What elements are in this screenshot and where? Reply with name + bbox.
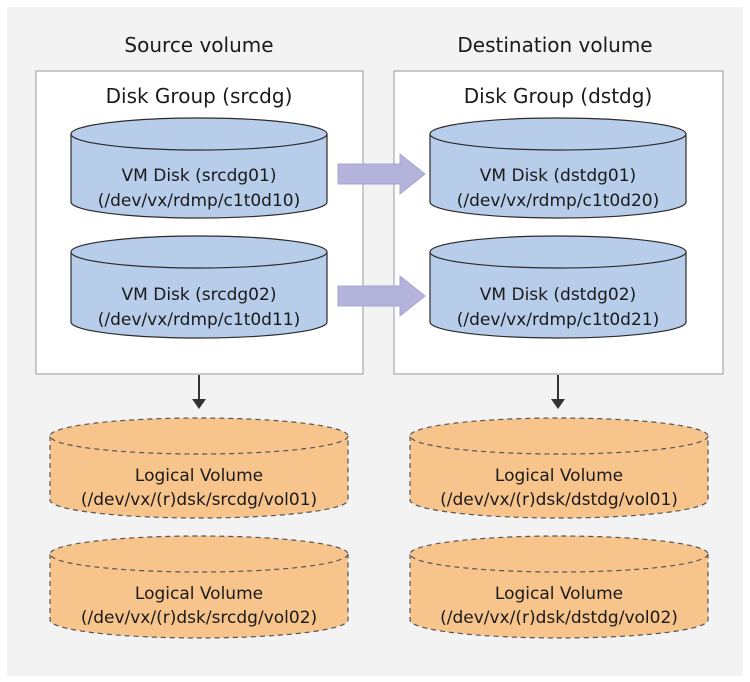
destination-volume-title: Destination volume <box>457 33 652 57</box>
source-down-arrow <box>192 375 206 409</box>
source-logical-volume-2: Logical Volume (/dev/vx/(r)dsk/srcdg/vol… <box>49 535 349 639</box>
source-logical-volume-2-path: (/dev/vx/(r)dsk/srcdg/vol02) <box>81 608 317 628</box>
destination-vm-disk-2-path: (/dev/vx/rdmp/c1t0d21) <box>457 310 660 330</box>
source-logical-volume-1-path: (/dev/vx/(r)dsk/srcdg/vol01) <box>81 490 317 510</box>
destination-logical-volume-1: Logical Volume (/dev/vx/(r)dsk/dstdg/vol… <box>409 417 709 519</box>
destination-logical-volume-2-path: (/dev/vx/(r)dsk/dstdg/vol02) <box>440 608 678 628</box>
destination-vm-disk-2-name: VM Disk (dstdg02) <box>480 285 636 305</box>
source-vm-disk-1-path: (/dev/vx/rdmp/c1t0d10) <box>98 191 301 211</box>
source-vm-disk-2-path: (/dev/vx/rdmp/c1t0d11) <box>98 310 301 330</box>
source-volume-title: Source volume <box>124 33 273 57</box>
destination-vm-disk-1-name: VM Disk (dstdg01) <box>480 166 636 186</box>
destination-disk-group-title: Disk Group (dstdg) <box>464 84 653 108</box>
destination-logical-volume-1-path: (/dev/vx/(r)dsk/dstdg/vol01) <box>440 490 678 510</box>
destination-vm-disk-2: VM Disk (dstdg02) (/dev/vx/rdmp/c1t0d21) <box>429 235 687 339</box>
copy-arrow-1 <box>337 152 426 196</box>
source-logical-volume-1: Logical Volume (/dev/vx/(r)dsk/srcdg/vol… <box>49 417 349 519</box>
destination-vm-disk-1-path: (/dev/vx/rdmp/c1t0d20) <box>457 191 660 211</box>
source-vm-disk-1: VM Disk (srcdg01) (/dev/vx/rdmp/c1t0d10) <box>70 117 328 219</box>
source-vm-disk-2: VM Disk (srcdg02) (/dev/vx/rdmp/c1t0d11) <box>70 235 328 339</box>
destination-logical-volume-2-name: Logical Volume <box>495 584 623 604</box>
destination-vm-disk-1: VM Disk (dstdg01) (/dev/vx/rdmp/c1t0d20) <box>429 117 687 219</box>
source-vm-disk-2-name: VM Disk (srcdg02) <box>122 285 277 305</box>
destination-logical-volume-1-name: Logical Volume <box>495 466 623 486</box>
source-vm-disk-1-name: VM Disk (srcdg01) <box>122 166 277 186</box>
destination-down-arrow <box>551 375 565 409</box>
source-logical-volume-2-name: Logical Volume <box>135 584 263 604</box>
source-disk-group-title: Disk Group (srcdg) <box>106 84 293 108</box>
destination-logical-volume-2: Logical Volume (/dev/vx/(r)dsk/dstdg/vol… <box>409 535 709 639</box>
source-logical-volume-1-name: Logical Volume <box>135 466 263 486</box>
copy-arrow-2 <box>337 274 426 318</box>
